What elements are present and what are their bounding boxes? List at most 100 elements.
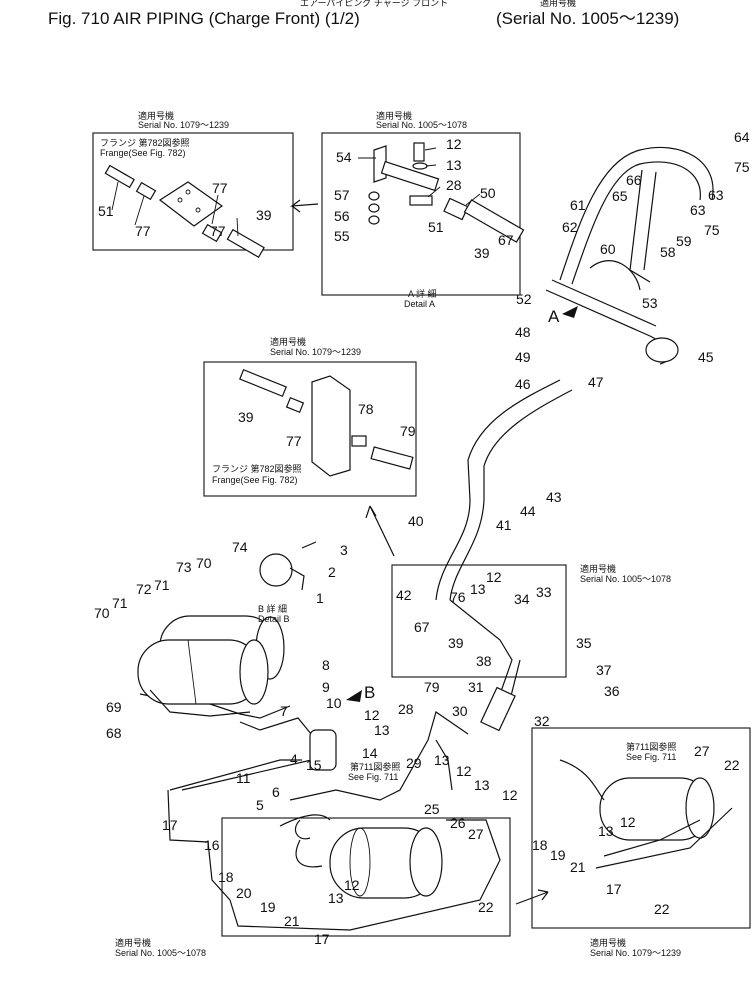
- callout-13g: 13: [598, 823, 614, 839]
- callout-13c: 13: [374, 722, 390, 738]
- callout-73: 73: [176, 559, 192, 575]
- callout-1: 1: [316, 590, 324, 606]
- inset-label-jp: 適用号機: [590, 937, 626, 948]
- callout-66: 66: [626, 172, 642, 188]
- callout-32: 32: [534, 713, 550, 729]
- washer-13: [412, 162, 428, 170]
- callout-77: 77: [135, 223, 151, 239]
- callout-8: 8: [322, 657, 330, 673]
- muffler-45: [645, 337, 679, 363]
- callout-19: 19: [260, 899, 276, 915]
- inset-serial: Serial No. 1079～1239: [590, 948, 681, 958]
- inset-label-jp: 適用号機: [270, 336, 306, 347]
- callout-64: 64: [734, 129, 750, 145]
- callout-63: 63: [708, 187, 724, 203]
- inset-label-jp: 適用号機: [115, 937, 151, 948]
- callout-70b: 70: [94, 605, 110, 621]
- callout-79b: 79: [424, 679, 440, 695]
- callout-71: 71: [154, 577, 170, 593]
- inset-bottom-left: 適用号機 Serial No. 1005～1078: [115, 817, 511, 958]
- callout-3: 3: [340, 542, 348, 558]
- inset-serial: Serial No. 1079～1239: [138, 120, 229, 130]
- callout-18b: 18: [532, 837, 548, 853]
- callout-40: 40: [408, 513, 424, 529]
- callout-22b: 22: [724, 757, 740, 773]
- callout-60: 60: [600, 241, 616, 257]
- callout-43: 43: [546, 489, 562, 505]
- pipe-51: [104, 164, 135, 189]
- callout-29: 29: [406, 755, 422, 771]
- header-jp-title: エアーパイピング チャージ フロント: [300, 0, 448, 8]
- flange-note: Frange(See Fig. 782): [100, 148, 186, 158]
- callout-9: 9: [322, 679, 330, 695]
- reference-arrows: A B: [289, 199, 578, 905]
- callout-12c: 12: [364, 707, 380, 723]
- callout-17b: 17: [314, 931, 330, 947]
- callout-30: 30: [452, 703, 468, 719]
- callout-33: 33: [536, 584, 552, 600]
- callout-7: 7: [280, 703, 288, 719]
- callout-67: 67: [498, 232, 514, 248]
- callout-79: 79: [400, 423, 416, 439]
- marker-b: B: [364, 683, 375, 702]
- flange-block: [311, 375, 351, 477]
- inset-frame: [92, 132, 294, 251]
- callout-67b: 67: [414, 619, 430, 635]
- inset-frame: [203, 361, 417, 497]
- callout-44: 44: [520, 503, 536, 519]
- inset-serial: Serial No. 1079～1239: [270, 347, 361, 357]
- spring-hose: [380, 160, 440, 192]
- callout-12f: 12: [344, 877, 360, 893]
- inset-label-jp: 適用号機: [580, 563, 616, 574]
- header-jp-applicable: 適用号機: [540, 0, 576, 8]
- callout-11: 11: [236, 770, 251, 786]
- callout-39c: 39: [238, 409, 254, 425]
- inset-serial: Serial No. 1005～1078: [376, 120, 467, 130]
- callout-59: 59: [676, 233, 692, 249]
- callout-42: 42: [396, 587, 412, 603]
- arrow-right: [515, 889, 549, 905]
- callout-28: 28: [446, 177, 462, 193]
- callout-38: 38: [476, 653, 492, 669]
- elbow-77: [285, 396, 305, 414]
- callout-54: 54: [336, 149, 352, 165]
- air-tanks-upper: [137, 615, 285, 717]
- hose-39: [226, 228, 265, 259]
- callout-74: 74: [232, 539, 248, 555]
- callout-51b: 51: [428, 219, 444, 235]
- callout-52: 52: [516, 291, 532, 307]
- valve-74: [259, 553, 293, 587]
- callout-50: 50: [480, 185, 496, 201]
- callout-22: 22: [478, 899, 494, 915]
- callout-12g: 12: [620, 814, 636, 830]
- callout-4: 4: [290, 751, 298, 767]
- callout-71b: 71: [112, 595, 128, 611]
- callout-61: 61: [570, 197, 586, 213]
- flange-note: Frange(See Fig. 782): [212, 475, 298, 485]
- fitting-32: [480, 686, 516, 732]
- main-piping: [139, 146, 714, 931]
- hose-79: [370, 446, 414, 470]
- inset-top-left: 適用号機 Serial No. 1079～1239 フランジ 第782図参照 F…: [92, 110, 294, 259]
- callout-51: 51: [98, 203, 114, 219]
- bolt-12: [413, 142, 425, 162]
- fitting-50: [443, 197, 469, 221]
- callout-45: 45: [698, 349, 714, 365]
- inset-serial: Serial No. 1005～1078: [115, 948, 206, 958]
- callout-39: 39: [256, 207, 272, 223]
- callout-58: 58: [660, 244, 676, 260]
- marker-a-arrow: [562, 306, 578, 318]
- callout-13: 13: [446, 157, 462, 173]
- hose-67: [463, 199, 525, 243]
- callout-26: 26: [450, 815, 466, 831]
- callout-35: 35: [576, 635, 592, 651]
- callout-63b: 63: [690, 202, 706, 218]
- callout-10: 10: [326, 695, 342, 711]
- callout-75b: 75: [704, 222, 720, 238]
- callout-5: 5: [256, 797, 264, 813]
- callout-17c: 17: [606, 881, 622, 897]
- callout-14: 14: [362, 745, 378, 761]
- see-fig: See Fig. 711: [626, 752, 676, 762]
- pipe-39: [239, 368, 287, 398]
